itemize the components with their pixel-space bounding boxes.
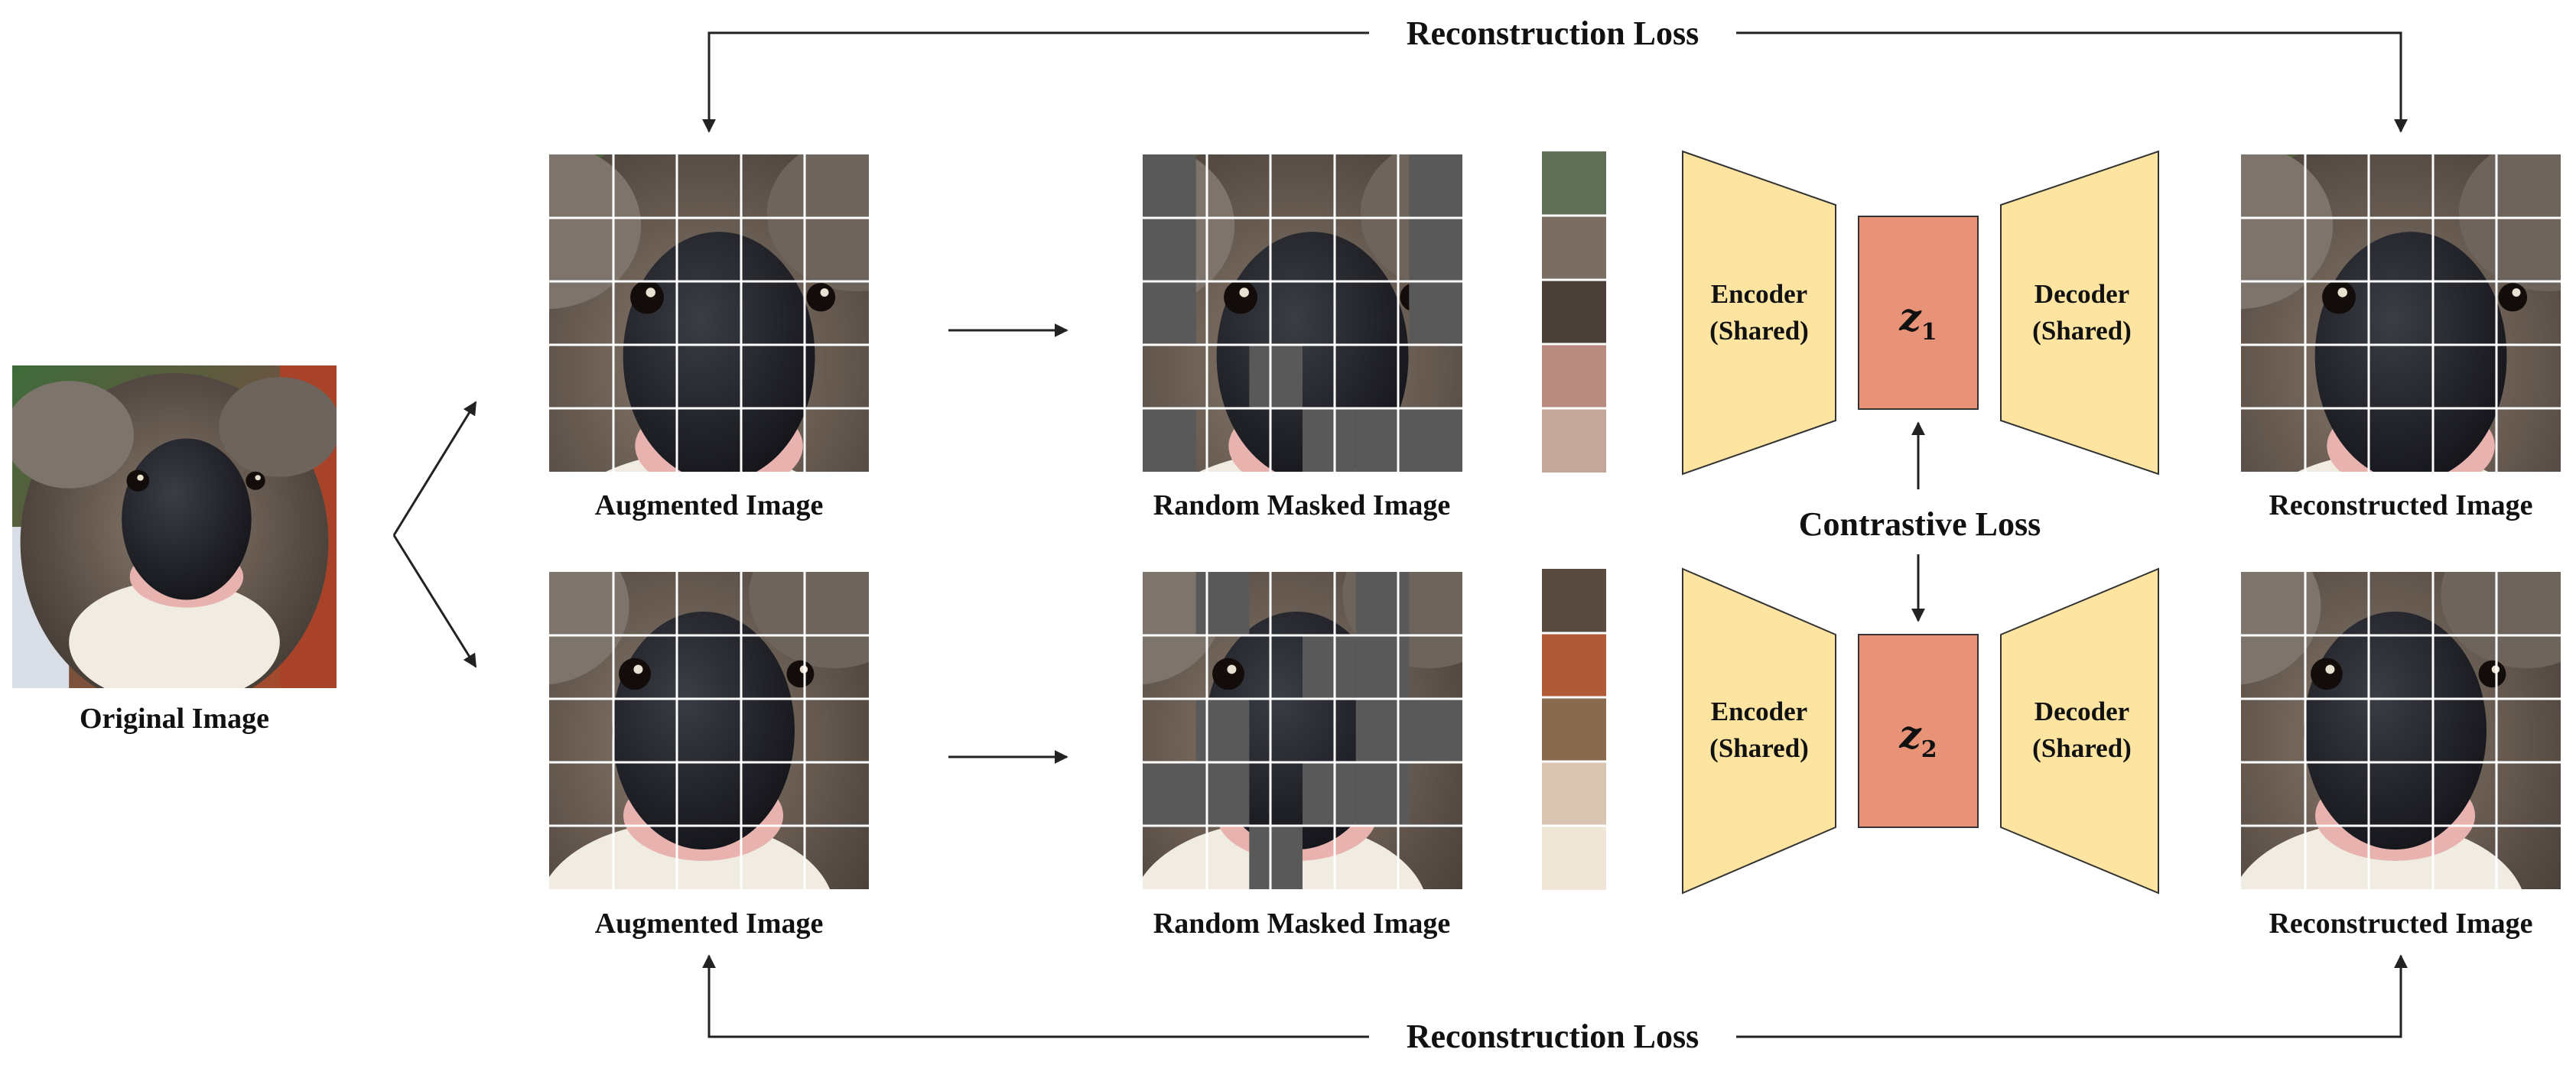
encoder-top-subtitle: (Shared) <box>1709 316 1809 346</box>
visible-patch-strip-top <box>1542 151 1606 473</box>
visible-patch-strip-bottom <box>1542 569 1606 890</box>
masked-patch <box>1143 408 1196 472</box>
encoder-top <box>1682 150 1836 476</box>
masked-image-bottom <box>1143 572 1462 889</box>
latent-z1-box <box>1858 216 1979 410</box>
recon-loss-bottom-right-line <box>1736 954 2408 1038</box>
masked-image-bottom-label: Random Masked Image <box>1153 908 1450 940</box>
masked-patch <box>1409 154 1462 218</box>
masked-patch <box>1409 408 1462 472</box>
recon-loss-top-label: Reconstruction Loss <box>1407 15 1699 52</box>
decoder-top-subtitle: (Shared) <box>2032 316 2132 346</box>
masked-patch <box>1409 218 1462 281</box>
masked-patch <box>1249 345 1303 408</box>
decoder-bottom-title: Decoder <box>2034 697 2129 726</box>
latent-z2-label: z2 <box>1898 712 1937 763</box>
masked-patch <box>1303 762 1356 826</box>
masked-patch <box>1143 154 1196 218</box>
contrastive-loss-label: Contrastive Loss <box>1799 505 2041 543</box>
encoder-bottom <box>1682 567 1836 895</box>
masked-patch <box>1195 762 1250 826</box>
augmented-image-top-label: Augmented Image <box>595 489 824 521</box>
latent-z1-label: z1 <box>1898 294 1937 346</box>
recon-loss-bottom-left-line <box>702 954 1369 1038</box>
masked-patch <box>1195 699 1250 762</box>
decoder-bottom-subtitle: (Shared) <box>2032 733 2132 763</box>
masked-patch <box>1355 408 1410 472</box>
masked-patch <box>1143 218 1196 281</box>
masked-image-top-label: Random Masked Image <box>1153 489 1450 521</box>
masked-patch <box>1355 762 1410 826</box>
decoder-top <box>2000 150 2159 476</box>
original-image-label: Original Image <box>80 703 269 735</box>
recon-loss-bottom-label: Reconstruction Loss <box>1407 1018 1699 1055</box>
masked-patch <box>1143 762 1196 826</box>
masked-patch <box>1355 572 1410 635</box>
encoder-top-title: Encoder <box>1711 279 1807 309</box>
encoder-bottom-title: Encoder <box>1711 697 1807 726</box>
augmented-image-top <box>549 154 869 472</box>
masked-patch <box>1303 408 1356 472</box>
reconstructed-image-bottom-label: Reconstructed Image <box>2269 908 2532 940</box>
masked-patch <box>1303 635 1356 699</box>
latent-z2-box <box>1858 634 1979 828</box>
branch-arrow-bottom <box>392 534 477 668</box>
decoder-top-title: Decoder <box>2034 279 2129 309</box>
original-image <box>12 365 337 688</box>
masked-patch <box>1355 635 1410 699</box>
recon-loss-top-right-line <box>1736 31 2408 133</box>
masked-patch <box>1195 572 1250 635</box>
reconstructed-image-top <box>2241 154 2561 472</box>
masked-patch <box>1249 826 1303 889</box>
masked-image-top <box>1143 154 1462 472</box>
masked-patch <box>1355 699 1410 762</box>
reconstructed-image-top-label: Reconstructed Image <box>2269 489 2532 521</box>
masked-patch <box>1143 281 1196 345</box>
reconstructed-image-bottom <box>2241 572 2561 889</box>
masked-patch <box>1409 281 1462 345</box>
recon-loss-top-left-line <box>702 31 1369 133</box>
encoder-bottom-subtitle: (Shared) <box>1709 733 1809 763</box>
augmented-image-bottom-label: Augmented Image <box>595 908 824 940</box>
branch-arrow-top <box>392 401 477 536</box>
decoder-bottom <box>2000 567 2159 895</box>
masked-patch <box>1409 699 1462 762</box>
augmented-image-bottom <box>549 572 869 889</box>
